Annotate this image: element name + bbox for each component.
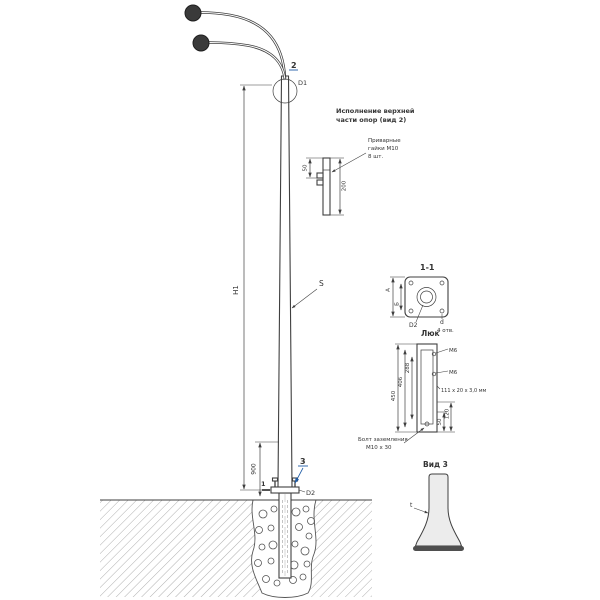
top-plate [322,157,331,216]
m6-mid-leader [435,370,449,374]
hole-d-label: d [440,319,444,326]
welded-nuts-note-2: гайки М10 [368,145,399,152]
dia-base-label: D2 [306,489,315,497]
dim-a: А [386,276,405,318]
dim50t-label: 50 [303,164,309,171]
top-detail-view: Исполнение верхней части опор (вид 2) Пр… [303,107,415,216]
dim-50-hatch: 50 [437,411,455,433]
section-d2-label: D2 [409,322,418,329]
m6-mid-label: М6 [449,370,458,376]
flange-holes [408,280,445,314]
dim-50-top: 50 [303,157,323,179]
hatch-title: Люк [421,329,440,338]
hatch-bolt-mid [431,371,437,377]
section-d2-leader [415,304,424,323]
flange-plate [270,486,300,494]
dim-406: 406 [398,349,407,428]
base-shell-footer [413,546,464,551]
h1-label: H1 [232,285,240,295]
dim-b: Б [395,283,403,311]
callout-3-label: 3 [300,457,306,466]
dia-top-label: D1 [298,79,307,87]
flange-square [404,276,449,318]
dim-120: 120 [437,401,455,432]
dim-200: 200 [330,157,348,216]
view3-title: Вид 3 [423,460,448,469]
wall-thickness-label: S [319,279,324,288]
grounding-bolt-leader [403,427,425,444]
h1-dimension: H1 [232,84,276,491]
lower-arm-inner [208,41,286,81]
m6-top-leader [435,348,449,354]
lamp-head-upper [184,4,202,22]
dim200-label: 200 [342,180,348,191]
hatch-cover [420,349,434,425]
pole-section-outer [416,287,437,307]
hatch-detail-view: Люк М6 М6 111 х 20 х 3,0 мм 450 406 288 [358,329,486,451]
dia-base-leader [298,489,306,493]
dimB-label: Б [395,302,401,306]
wall-leader [291,288,318,309]
lower-arm [208,41,287,81]
m6-top-label: М6 [449,348,458,354]
dim900-label: 900 [251,463,258,475]
grounding-bolt-note-1: Болт заземления [358,437,408,443]
view-3-detail: Вид 3 t [410,460,464,551]
callout-3-arrow [294,467,304,484]
top-detail-title-2: части опор (вид 2) [336,116,406,124]
hatch-bolt-top [431,351,437,357]
embedded-anchor [278,492,292,579]
dim120-label: 120 [445,408,451,419]
section-1-1-view: 1-1 А Б D2 d 4 отв. [386,263,455,334]
ground-hatch-left [100,500,260,597]
top-detail-title-1: Исполнение верхней [336,107,415,115]
dim450-label: 450 [391,390,397,401]
pole-shaft [277,75,293,488]
grounding-bolt-note-2: М10 х 30 [366,445,392,451]
cover-size-label: 111 х 20 х 3,0 мм [441,388,486,394]
section-mark-label: 1 [261,480,266,488]
welded-nut-b [316,179,324,186]
lamp-arms [184,4,287,81]
grounding-bolt [424,421,430,427]
thickness-t-label: t [410,502,413,509]
base-shell-outline [414,473,463,547]
welded-nut-a [316,172,324,179]
section-title: 1-1 [420,263,435,272]
upper-arm-inner [200,11,286,79]
dimA-label: А [386,288,392,292]
thickness-t-leader [413,507,429,514]
dim50h-label: 50 [437,418,443,425]
lamp-head-lower [192,34,210,52]
ground-hatch-right [310,500,372,597]
main-pole-view: 2 D1 H1 900 S 3 [100,4,372,598]
holes-note-label: 4 отв. [437,328,454,334]
dim-450: 450 [391,343,417,433]
dim288-label: 288 [405,362,411,373]
embed-dimension: 900 [251,441,279,497]
welded-nuts-leader [331,152,367,173]
dim-288: 288 [405,356,414,420]
hatch-pole-body [416,343,438,433]
flange-nut-left [271,477,279,482]
welded-nuts-note-1: Приварные [368,138,401,144]
top-callout-circle [272,78,298,104]
ground-hatch [100,500,372,597]
pole-section-inner [420,290,433,304]
dim406-label: 406 [398,376,404,387]
callout-2-label: 2 [291,61,297,70]
cover-size-leader [436,385,441,390]
welded-nuts-note-3: 8 шт. [368,154,383,160]
